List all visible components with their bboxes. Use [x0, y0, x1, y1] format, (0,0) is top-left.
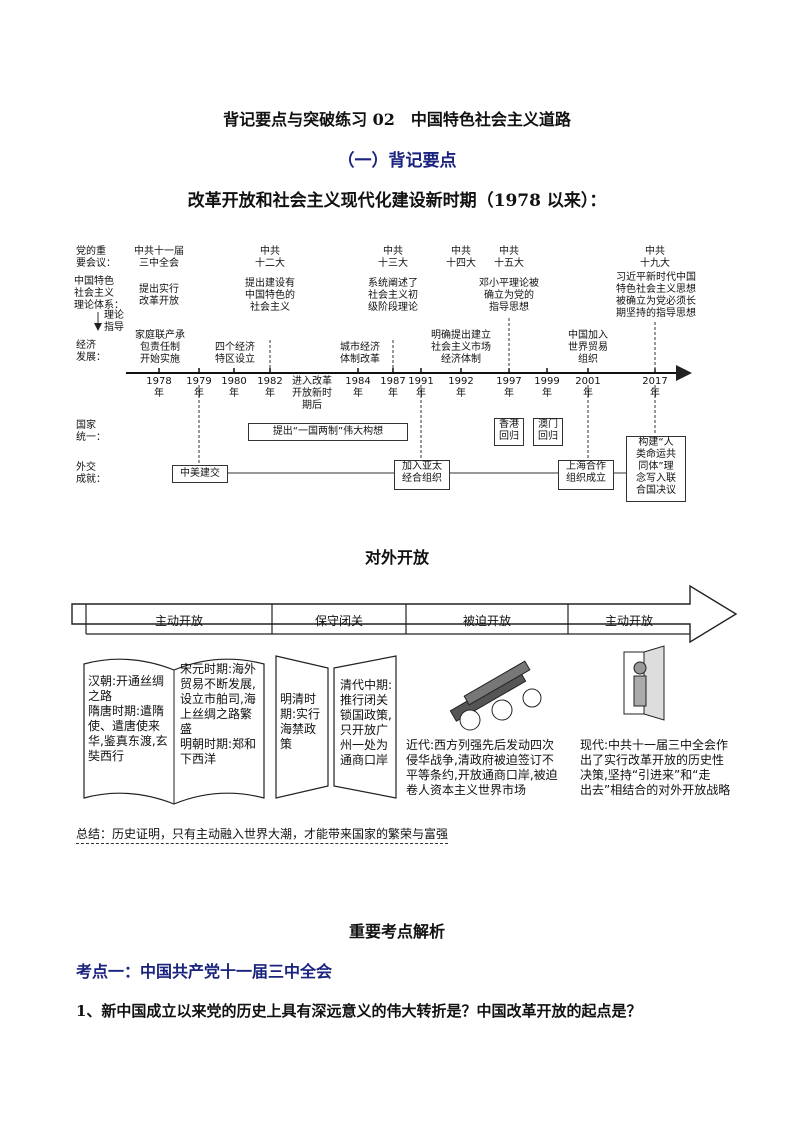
segment-active-1: 主动开放 [154, 614, 203, 628]
theory-primary-stage: 系统阐述了 社会主义初 级阶段理论 [368, 278, 418, 313]
current-active-text: 现代:中共十一届三中全会作 出了实行改革开放的历史性 决策,坚持“引进来”和“走… [580, 738, 731, 797]
timeline-heading: 改革开放和社会主义现代化建设新时期（1978 以来）： [187, 191, 607, 211]
year-1997: 1997 年 [496, 376, 522, 399]
meeting-14th: 中共 十四大 [446, 246, 476, 269]
year-2017: 2017 年 [642, 376, 668, 399]
row-label-unification: 国家 统一： [76, 420, 106, 443]
year-1987: 1987 年 [380, 376, 406, 399]
meeting-13th: 中共 十三大 [378, 246, 408, 269]
year-1979: 1979 年 [186, 376, 212, 399]
question-1: 1、新中国成立以来党的历史上具有深远意义的伟大转折是？中国改革开放的起点是？ [76, 1002, 642, 1020]
han-tang-text: 汉朝:开通丝绸 之路 隋唐时期:遣隋 使、遣唐使来 华,鉴真东渡,玄 奘西行 [88, 674, 168, 763]
row-label-economy: 经济 发展： [76, 340, 106, 363]
theory-chinese-socialism: 提出建设有 中国特色的 社会主义 [245, 278, 295, 313]
macau-return: 澳门 回归 [533, 418, 563, 446]
economy-household-contract: 家庭联产承 包责任制 开始实施 [135, 330, 185, 365]
segment-closed: 保守闭关 [314, 614, 363, 628]
exam-point-heading: 考点一：中国共产党十一届三中全会 [76, 962, 333, 981]
row-label-meetings: 党的重 要会议： [76, 246, 116, 269]
song-ming-text: 宋元时期:海外 贸易不断发展, 设立市舶司,海 上丝绸之路繁 盛 明朝时期:郑和… [180, 662, 257, 766]
row-label-theory: 中国特色 社会主义 理论体系： [74, 276, 124, 311]
row-label-theory-guidance: 理论 指导 [104, 310, 124, 333]
qing-text: 清代中期: 推行闭关 锁国政策, 只开放广 州一处为 通商口岸 [340, 678, 393, 767]
meeting-19th: 中共 十九大 [640, 246, 670, 269]
theory-reform: 提出实行 改革开放 [139, 284, 179, 307]
meeting-11th-3rd-plenum: 中共十一届 三中全会 [134, 246, 184, 269]
year-1999: 1999 年 [534, 376, 560, 399]
join-apec: 加入亚太 经合组织 [394, 460, 450, 490]
year-1982: 1982 年 [257, 376, 283, 399]
economy-sez: 四个经济 特区设立 [215, 342, 255, 365]
meeting-12th: 中共 十二大 [255, 246, 285, 269]
sco-founded: 上海合作 组织成立 [558, 460, 614, 490]
timeline-lines [94, 312, 692, 474]
timeline-diagram: 党的重 要会议： 中国特色 社会主义 理论体系： 理论 指导 经济 发展： 国家… [0, 0, 794, 520]
year-1991: 1991 年 [408, 376, 434, 399]
analysis-title: 重要考点解析 [348, 922, 445, 941]
economy-wto: 中国加入 世界贸易 组织 [568, 330, 608, 365]
page-title: 背记要点与突破练习 02 中国特色社会主义道路 [223, 110, 571, 129]
community-shared-future: 构建“人 类命运共 同体”理 念写入联 合国决议 [626, 436, 686, 502]
segment-forced: 被迫开放 [462, 614, 511, 628]
theory-deng-xiaoping: 邓小平理论被 确立为党的 指导思想 [479, 278, 539, 313]
opening-arrow [71, 584, 738, 805]
year-1984: 1984 年 [345, 376, 371, 399]
theory-xi-jinping: 习近平新时代中国 特色社会主义思想 被确立为党必须长 期坚持的指导思想 [616, 272, 696, 319]
hongkong-return: 香港 回归 [494, 418, 524, 446]
ming-qing-text: 明清时 期:实行 海禁政 策 [280, 692, 321, 751]
cannon-icon [449, 660, 542, 731]
opening-title: 对外开放 [364, 548, 429, 567]
meeting-15th: 中共 十五大 [494, 246, 524, 269]
modern-forced-text: 近代:西方列强先后发动四次 侵华战争,清政府被迫签订不 平等条约,开放通商口岸,… [406, 738, 558, 797]
economy-urban-reform: 城市经济 体制改革 [340, 342, 380, 365]
year-2001: 2001 年 [575, 376, 601, 399]
year-new-period: 进入改革 开放新时 期后 [292, 376, 332, 411]
economy-market: 明确提出建立 社会主义市场 经济体制 [431, 330, 491, 365]
year-1980: 1980 年 [221, 376, 247, 399]
year-1992: 1992 年 [448, 376, 474, 399]
open-door-icon [623, 645, 665, 721]
segment-active-2: 主动开放 [604, 614, 653, 628]
one-country-two-systems: 提出“一国两制”伟大构想 [248, 423, 408, 441]
year-1978: 1978 年 [146, 376, 172, 399]
summary-note: 总结：历史证明，只有主动融入世界大潮，才能带来国家的繁荣与富强 [76, 825, 449, 844]
section-heading: （一）背记要点 [337, 151, 457, 171]
row-label-diplomacy: 外交 成就： [76, 462, 106, 485]
opening-diagram: 主动开放 保守闭关 被迫开放 主动开放 汉朝:开通丝绸 之路 隋唐时期:遣隋 使… [0, 580, 794, 810]
sino-us-relations: 中美建交 [172, 465, 228, 483]
